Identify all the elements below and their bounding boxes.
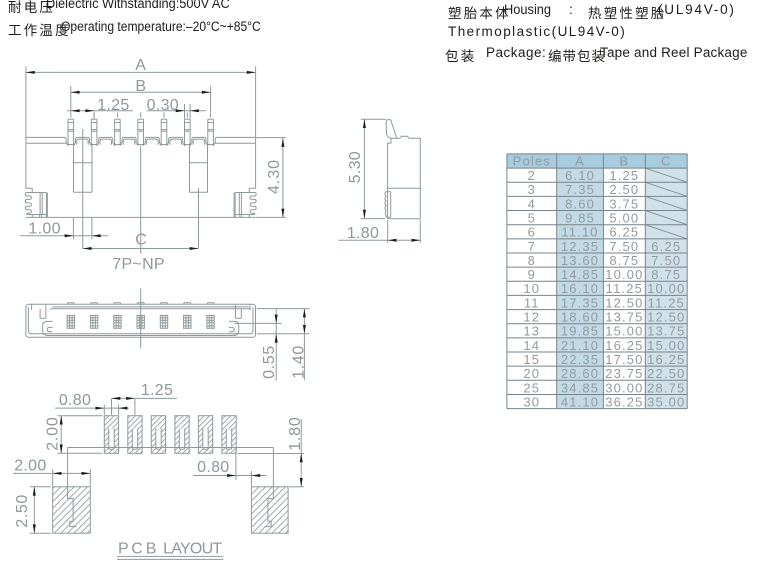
svg-text:6: 6 (528, 225, 536, 240)
svg-text:15.00: 15.00 (605, 324, 643, 339)
svg-text:41.10: 41.10 (561, 394, 599, 409)
svg-text:22.50: 22.50 (647, 366, 685, 381)
svg-text:17.35: 17.35 (561, 295, 599, 310)
svg-text:2.00: 2.00 (45, 416, 62, 450)
svg-text:P C B LAYOUT: P C B LAYOUT (118, 540, 222, 557)
svg-text:12.50: 12.50 (605, 295, 643, 310)
svg-text:34.85: 34.85 (561, 380, 599, 395)
svg-text:10: 10 (523, 281, 540, 296)
svg-text:22.35: 22.35 (561, 352, 599, 367)
svg-text:0.80: 0.80 (197, 459, 229, 476)
svg-text:11: 11 (524, 295, 540, 310)
svg-text:28.60: 28.60 (561, 366, 599, 381)
svg-text:14: 14 (523, 338, 540, 353)
svg-text:1.40: 1.40 (291, 345, 308, 379)
svg-text:7.50: 7.50 (651, 253, 681, 268)
svg-text:4: 4 (528, 196, 536, 211)
svg-text:5.30: 5.30 (347, 151, 364, 183)
svg-text:11.25: 11.25 (648, 295, 685, 310)
svg-text:8.75: 8.75 (651, 267, 681, 282)
svg-text:2: 2 (528, 168, 536, 183)
svg-text:28.75: 28.75 (647, 380, 685, 395)
svg-text:A: A (135, 57, 146, 74)
svg-text:15.00: 15.00 (647, 338, 685, 353)
svg-text:9.85: 9.85 (565, 210, 595, 225)
svg-text:1.80: 1.80 (347, 225, 379, 242)
svg-text:3.75: 3.75 (609, 196, 639, 211)
svg-text:C: C (661, 154, 672, 169)
svg-text:12.50: 12.50 (647, 310, 685, 325)
svg-text:15: 15 (523, 352, 540, 367)
svg-text:18.60: 18.60 (561, 310, 599, 325)
svg-text:11.10: 11.10 (561, 225, 598, 240)
svg-text:2.00: 2.00 (14, 457, 46, 474)
svg-text:36.25: 36.25 (605, 394, 643, 409)
svg-text:7.50: 7.50 (609, 239, 639, 254)
svg-text:16.10: 16.10 (561, 281, 599, 296)
svg-text:13.75: 13.75 (605, 310, 643, 325)
svg-text:2.50: 2.50 (609, 182, 639, 197)
svg-text:7P~NP: 7P~NP (112, 256, 165, 273)
svg-text:9: 9 (528, 267, 536, 282)
svg-text:4.30: 4.30 (266, 159, 283, 194)
svg-text:8: 8 (528, 253, 536, 268)
svg-text:16.25: 16.25 (647, 352, 685, 367)
svg-text:1.80: 1.80 (287, 416, 304, 450)
svg-text:23.75: 23.75 (605, 366, 643, 381)
svg-text:A: A (575, 154, 585, 169)
svg-text:13.75: 13.75 (647, 324, 685, 339)
svg-text:8.75: 8.75 (609, 253, 639, 268)
svg-text:20: 20 (523, 366, 540, 381)
svg-text:8.60: 8.60 (565, 196, 595, 211)
svg-text:5: 5 (528, 210, 536, 225)
svg-text:2.50: 2.50 (14, 494, 31, 528)
svg-text:21.10: 21.10 (561, 338, 599, 353)
svg-text:7: 7 (528, 239, 536, 254)
svg-text:13: 13 (523, 324, 540, 339)
svg-text:10.00: 10.00 (647, 281, 685, 296)
svg-text:35.00: 35.00 (647, 394, 685, 409)
svg-text:17.50: 17.50 (605, 352, 643, 367)
svg-text:30.00: 30.00 (605, 380, 643, 395)
svg-text:1.25: 1.25 (609, 168, 639, 183)
svg-text:6.10: 6.10 (565, 168, 595, 183)
svg-text:0.55: 0.55 (261, 345, 278, 379)
svg-text:Poles: Poles (513, 154, 551, 169)
svg-text:30: 30 (523, 394, 540, 409)
svg-text:12.35: 12.35 (561, 239, 599, 254)
svg-text:C: C (135, 232, 147, 249)
svg-text:6.25: 6.25 (651, 239, 681, 254)
svg-text:B: B (619, 154, 629, 169)
svg-text:3: 3 (528, 182, 536, 197)
svg-text:12: 12 (523, 310, 540, 325)
svg-text:1.00: 1.00 (28, 220, 60, 237)
svg-text:10.00: 10.00 (605, 267, 643, 282)
svg-text:7.35: 7.35 (565, 182, 595, 197)
svg-text:0.30: 0.30 (147, 97, 179, 114)
svg-text:13.60: 13.60 (561, 253, 599, 268)
svg-text:25: 25 (523, 380, 540, 395)
svg-text:11.25: 11.25 (606, 281, 643, 296)
svg-text:1.25: 1.25 (141, 382, 173, 399)
svg-text:0.80: 0.80 (59, 392, 91, 409)
svg-text:19.85: 19.85 (561, 324, 599, 339)
svg-text:16.25: 16.25 (605, 338, 643, 353)
svg-text:B: B (135, 78, 146, 95)
svg-text:6.25: 6.25 (609, 225, 639, 240)
svg-text:1.25: 1.25 (97, 97, 129, 114)
svg-text:14.85: 14.85 (561, 267, 599, 282)
svg-text:5.00: 5.00 (609, 210, 639, 225)
